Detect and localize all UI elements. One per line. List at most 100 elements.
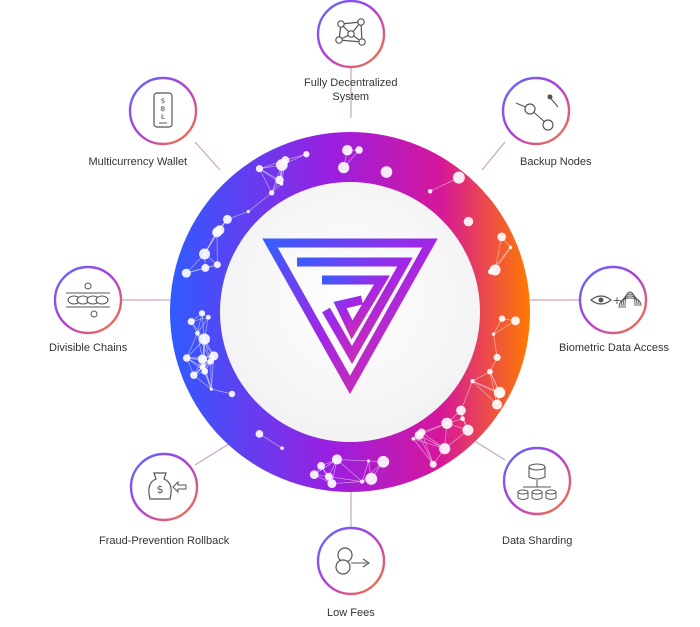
mesh-node bbox=[411, 436, 416, 441]
mesh-node bbox=[255, 165, 264, 173]
mesh-node bbox=[182, 354, 191, 362]
inner-disc bbox=[220, 182, 480, 442]
mesh-node bbox=[508, 245, 513, 250]
currency-symbol: $ bbox=[161, 97, 165, 105]
mesh-node bbox=[429, 460, 437, 468]
mesh-node bbox=[201, 367, 209, 375]
mesh-node bbox=[213, 261, 221, 269]
currency-symbol: ฿ bbox=[161, 105, 165, 113]
mesh-node bbox=[197, 354, 208, 364]
mesh-node bbox=[309, 470, 319, 480]
mesh-node bbox=[493, 353, 501, 361]
mesh-node bbox=[331, 454, 342, 465]
mesh-node bbox=[198, 310, 206, 317]
network-mesh bbox=[181, 145, 520, 489]
mesh-link bbox=[418, 435, 434, 465]
mesh-node bbox=[491, 399, 502, 410]
label-line: Biometric Data Access bbox=[559, 342, 670, 354]
network-nodes-icon bbox=[335, 18, 366, 46]
mesh-node bbox=[463, 216, 474, 227]
mesh-node bbox=[427, 188, 433, 194]
mesh-link bbox=[248, 192, 272, 212]
mesh-link bbox=[259, 168, 272, 193]
mesh-link bbox=[259, 433, 283, 449]
label-line: Data Sharding bbox=[502, 535, 573, 547]
mesh-node bbox=[489, 264, 501, 276]
mesh-node bbox=[462, 424, 474, 436]
mesh-link bbox=[494, 236, 503, 271]
mesh-node bbox=[355, 146, 363, 154]
fraud-prevention-rollback-connector bbox=[194, 441, 233, 466]
mesh-link bbox=[197, 313, 203, 334]
biometric-data-access-label: Biometric Data Access bbox=[559, 341, 669, 355]
mesh-node bbox=[209, 351, 219, 361]
biometric-data-access-badge: + bbox=[578, 265, 648, 335]
mesh-link bbox=[413, 438, 434, 465]
low-fees-badge-ring bbox=[316, 526, 386, 596]
mesh-node bbox=[181, 268, 191, 278]
mesh-node bbox=[281, 156, 290, 165]
connector-lines bbox=[122, 68, 579, 527]
mesh-node bbox=[275, 175, 284, 185]
label-line: Fraud-Prevention Rollback bbox=[99, 535, 230, 547]
mesh-node bbox=[228, 390, 236, 398]
mesh-node bbox=[487, 368, 493, 375]
chain-links-icon bbox=[66, 282, 110, 318]
mesh-node bbox=[195, 330, 200, 336]
connected-nodes-icon bbox=[515, 94, 559, 131]
mesh-link bbox=[336, 459, 363, 482]
mesh-node bbox=[417, 428, 426, 437]
mesh-node bbox=[280, 446, 284, 450]
mesh-node bbox=[303, 151, 310, 158]
mesh-node bbox=[452, 171, 465, 184]
mesh-node bbox=[327, 479, 337, 489]
mesh-link bbox=[361, 460, 369, 482]
phone-wallet-icon: $฿Ł bbox=[153, 92, 173, 128]
mesh-link bbox=[331, 481, 363, 484]
mesh-node bbox=[187, 318, 195, 326]
mesh-node bbox=[209, 387, 213, 391]
backup-nodes-connector bbox=[481, 141, 506, 171]
mesh-node bbox=[190, 371, 198, 379]
mesh-node bbox=[255, 430, 264, 438]
low-fees-badge bbox=[316, 526, 386, 596]
fraud-prevention-rollback-badge: $ bbox=[129, 452, 199, 522]
label-line: Divisible Chains bbox=[49, 342, 128, 354]
divisible-chains-badge bbox=[53, 265, 123, 335]
multicurrency-wallet-connector bbox=[194, 141, 221, 171]
mesh-node bbox=[246, 209, 250, 214]
mesh-node bbox=[511, 316, 520, 326]
data-sharding-label: Data Sharding bbox=[502, 534, 572, 548]
fraud-prevention-rollback-label: Fraud-Prevention Rollback bbox=[99, 534, 229, 548]
mesh-link bbox=[493, 334, 498, 358]
mesh-link bbox=[336, 459, 369, 462]
mesh-node bbox=[470, 378, 475, 384]
mesh-node bbox=[380, 166, 393, 178]
mesh-node bbox=[366, 459, 371, 463]
coins-icon bbox=[335, 547, 370, 575]
multicurrency-wallet-badge: $฿Ł bbox=[128, 76, 198, 146]
mesh-node bbox=[201, 264, 210, 272]
mesh-link bbox=[211, 388, 233, 395]
database-shards-icon bbox=[517, 463, 557, 500]
backup-nodes-label: Backup Nodes bbox=[520, 155, 592, 169]
mesh-node bbox=[497, 390, 504, 398]
svg-text:+: + bbox=[612, 294, 621, 307]
eye-fingerprint-icon: + bbox=[590, 291, 642, 309]
mesh-node bbox=[198, 333, 211, 345]
mesh-node bbox=[360, 479, 365, 484]
money-bag-icon: $ bbox=[148, 472, 187, 500]
mesh-node bbox=[205, 314, 211, 320]
mesh-link bbox=[328, 476, 363, 482]
mesh-node bbox=[460, 416, 465, 422]
mesh-node bbox=[342, 145, 353, 156]
mesh-node bbox=[456, 405, 466, 416]
mesh-node bbox=[222, 214, 232, 224]
mesh-node bbox=[213, 227, 221, 235]
divisible-chains-label: Divisible Chains bbox=[49, 341, 127, 355]
data-sharding-connector bbox=[469, 437, 506, 461]
mesh-node bbox=[338, 162, 350, 174]
mesh-node bbox=[377, 455, 390, 468]
